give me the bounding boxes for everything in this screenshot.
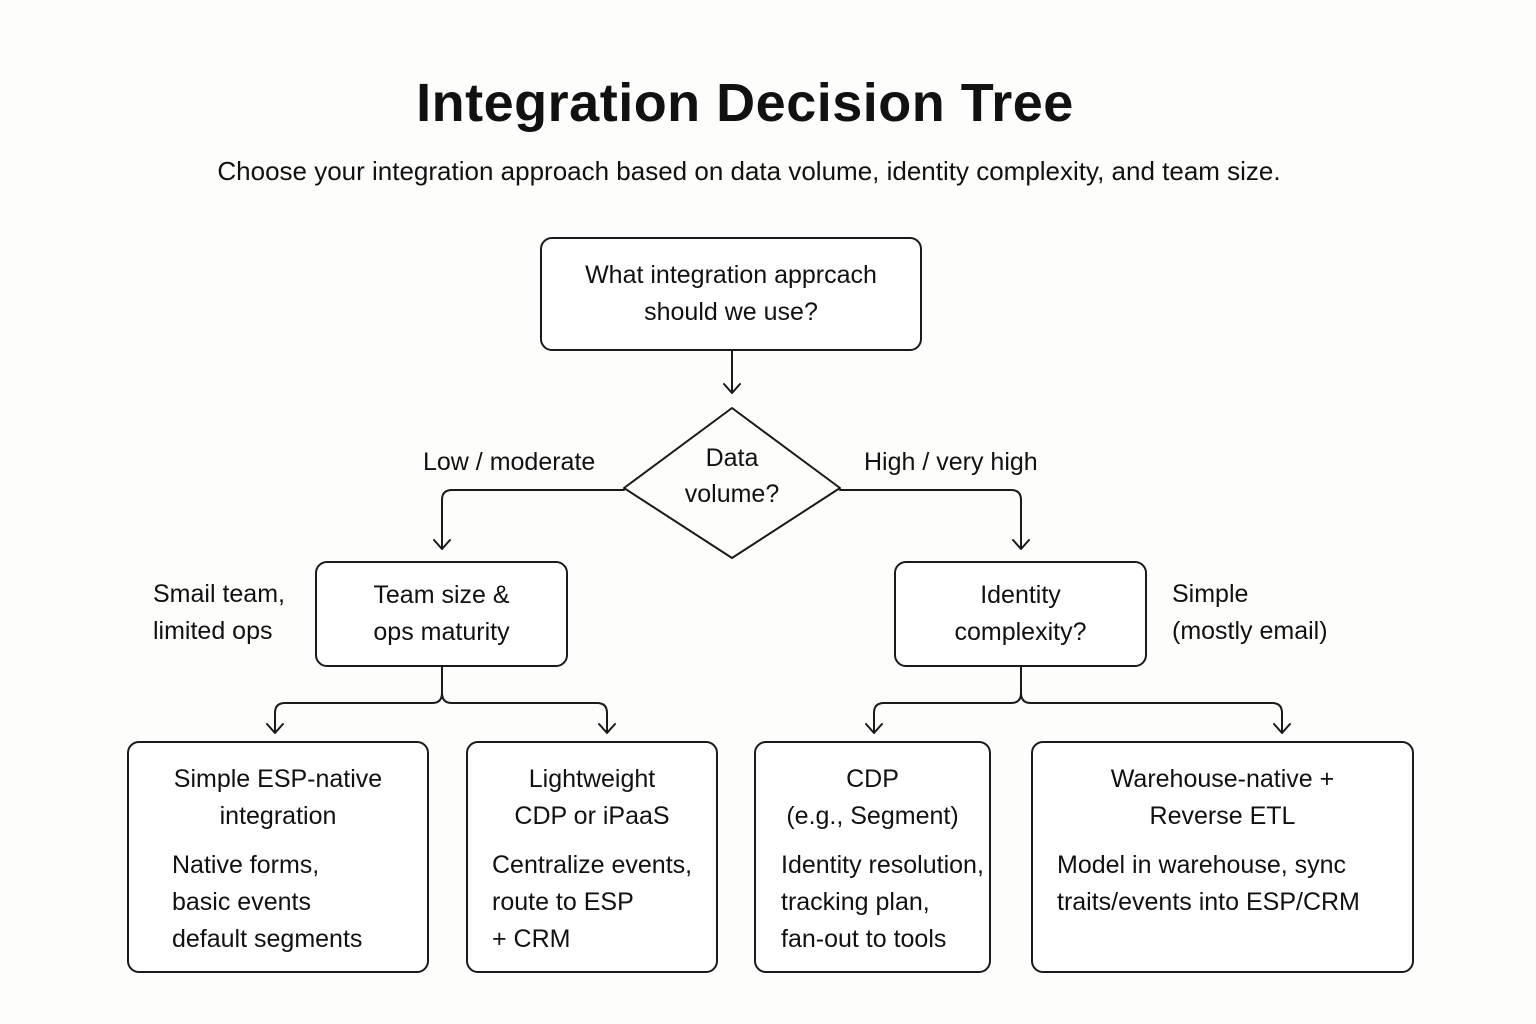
- decision-diamond: [623, 407, 841, 559]
- outcome-title: Warehouse-native + Reverse ETL: [1110, 765, 1335, 830]
- arrow-identity-split: [873, 666, 1022, 733]
- arrow-volume-to-identity: [839, 489, 1022, 549]
- outcome-description: Identity resolution, tracking plan, fan-…: [781, 851, 984, 953]
- label-small-team: Smail team, limited ops: [153, 580, 285, 645]
- outcome-title: Lightweight CDP or iPaaS: [514, 765, 670, 830]
- label-simple-mostly-email: Simple (mostly email): [1172, 580, 1328, 645]
- outcome-description: Centralize events, route to ESP + CRM: [492, 851, 693, 953]
- outcome-title: Simple ESP-native integration: [173, 765, 383, 830]
- outcome-warehouse-native: Warehouse-native + Reverse ETL Model in …: [1031, 741, 1414, 973]
- diagram-subtitle: Choose your integration approach based o…: [217, 156, 1281, 186]
- outcome-esp-native: Simple ESP-native integration Native for…: [127, 741, 429, 973]
- label-low-moderate: Low / moderate: [423, 448, 596, 476]
- team-size-text: Team size & ops maturity: [373, 581, 510, 646]
- data-volume-text: Data volume?: [684, 444, 780, 508]
- outcome-lightweight-cdp: Lightweight CDP or iPaaS Centralize even…: [466, 741, 718, 973]
- outcome-description: Native forms, basic events default segme…: [172, 851, 363, 953]
- identity-complexity-box: Identity complexity?: [894, 561, 1147, 667]
- outcome-cdp-segment: CDP (e.g., Segment) Identity resolution,…: [754, 741, 991, 973]
- team-size-box: Team size & ops maturity: [315, 561, 568, 667]
- arrow-volume-to-team: [441, 489, 625, 549]
- outcome-description: Model in warehouse, sync traits/events i…: [1057, 851, 1360, 916]
- root-question-text: What integration apprcach should we use?: [585, 261, 877, 326]
- identity-complexity-text: Identity complexity?: [954, 581, 1087, 646]
- outcome-title: CDP (e.g., Segment): [786, 765, 959, 830]
- arrow-team-split: [274, 666, 443, 733]
- label-high-very-high: High / very high: [864, 448, 1038, 476]
- root-question-box: What integration apprcach should we use?: [540, 237, 922, 351]
- diagram-title: Integration Decision Tree: [416, 73, 1074, 133]
